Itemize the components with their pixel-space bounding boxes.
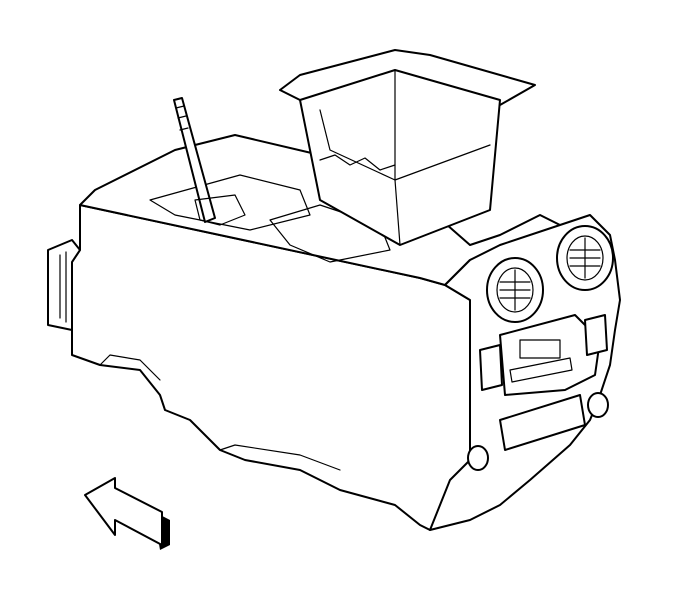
shift-lever-boot (194, 194, 246, 226)
control-panel (499, 314, 601, 396)
lower-left-button (467, 445, 489, 471)
console-storage-recess (269, 204, 391, 263)
console-side-bracket (47, 239, 81, 331)
air-vent-right (556, 225, 614, 291)
console-base-cutout (99, 354, 341, 471)
lower-storage-slot (499, 394, 586, 451)
console-bracket-ridges (59, 251, 67, 323)
console-cupholder-recess (149, 174, 311, 231)
shift-lever-grip-lines (175, 105, 189, 131)
direction-arrow-icon (84, 477, 163, 546)
direction-arrow (84, 477, 170, 550)
lower-right-button (587, 392, 609, 418)
shift-lever (173, 97, 246, 226)
control-slot (509, 357, 573, 383)
control-right-knob (584, 314, 608, 356)
control-module (479, 314, 608, 396)
storage-bin-inner-rim (319, 109, 491, 181)
storage-bin-ribbing (319, 154, 396, 171)
lower-compartment (467, 392, 609, 471)
air-vent-left (486, 257, 544, 323)
control-left-knob (479, 344, 503, 391)
control-display (519, 339, 561, 359)
storage-bin (279, 49, 536, 246)
